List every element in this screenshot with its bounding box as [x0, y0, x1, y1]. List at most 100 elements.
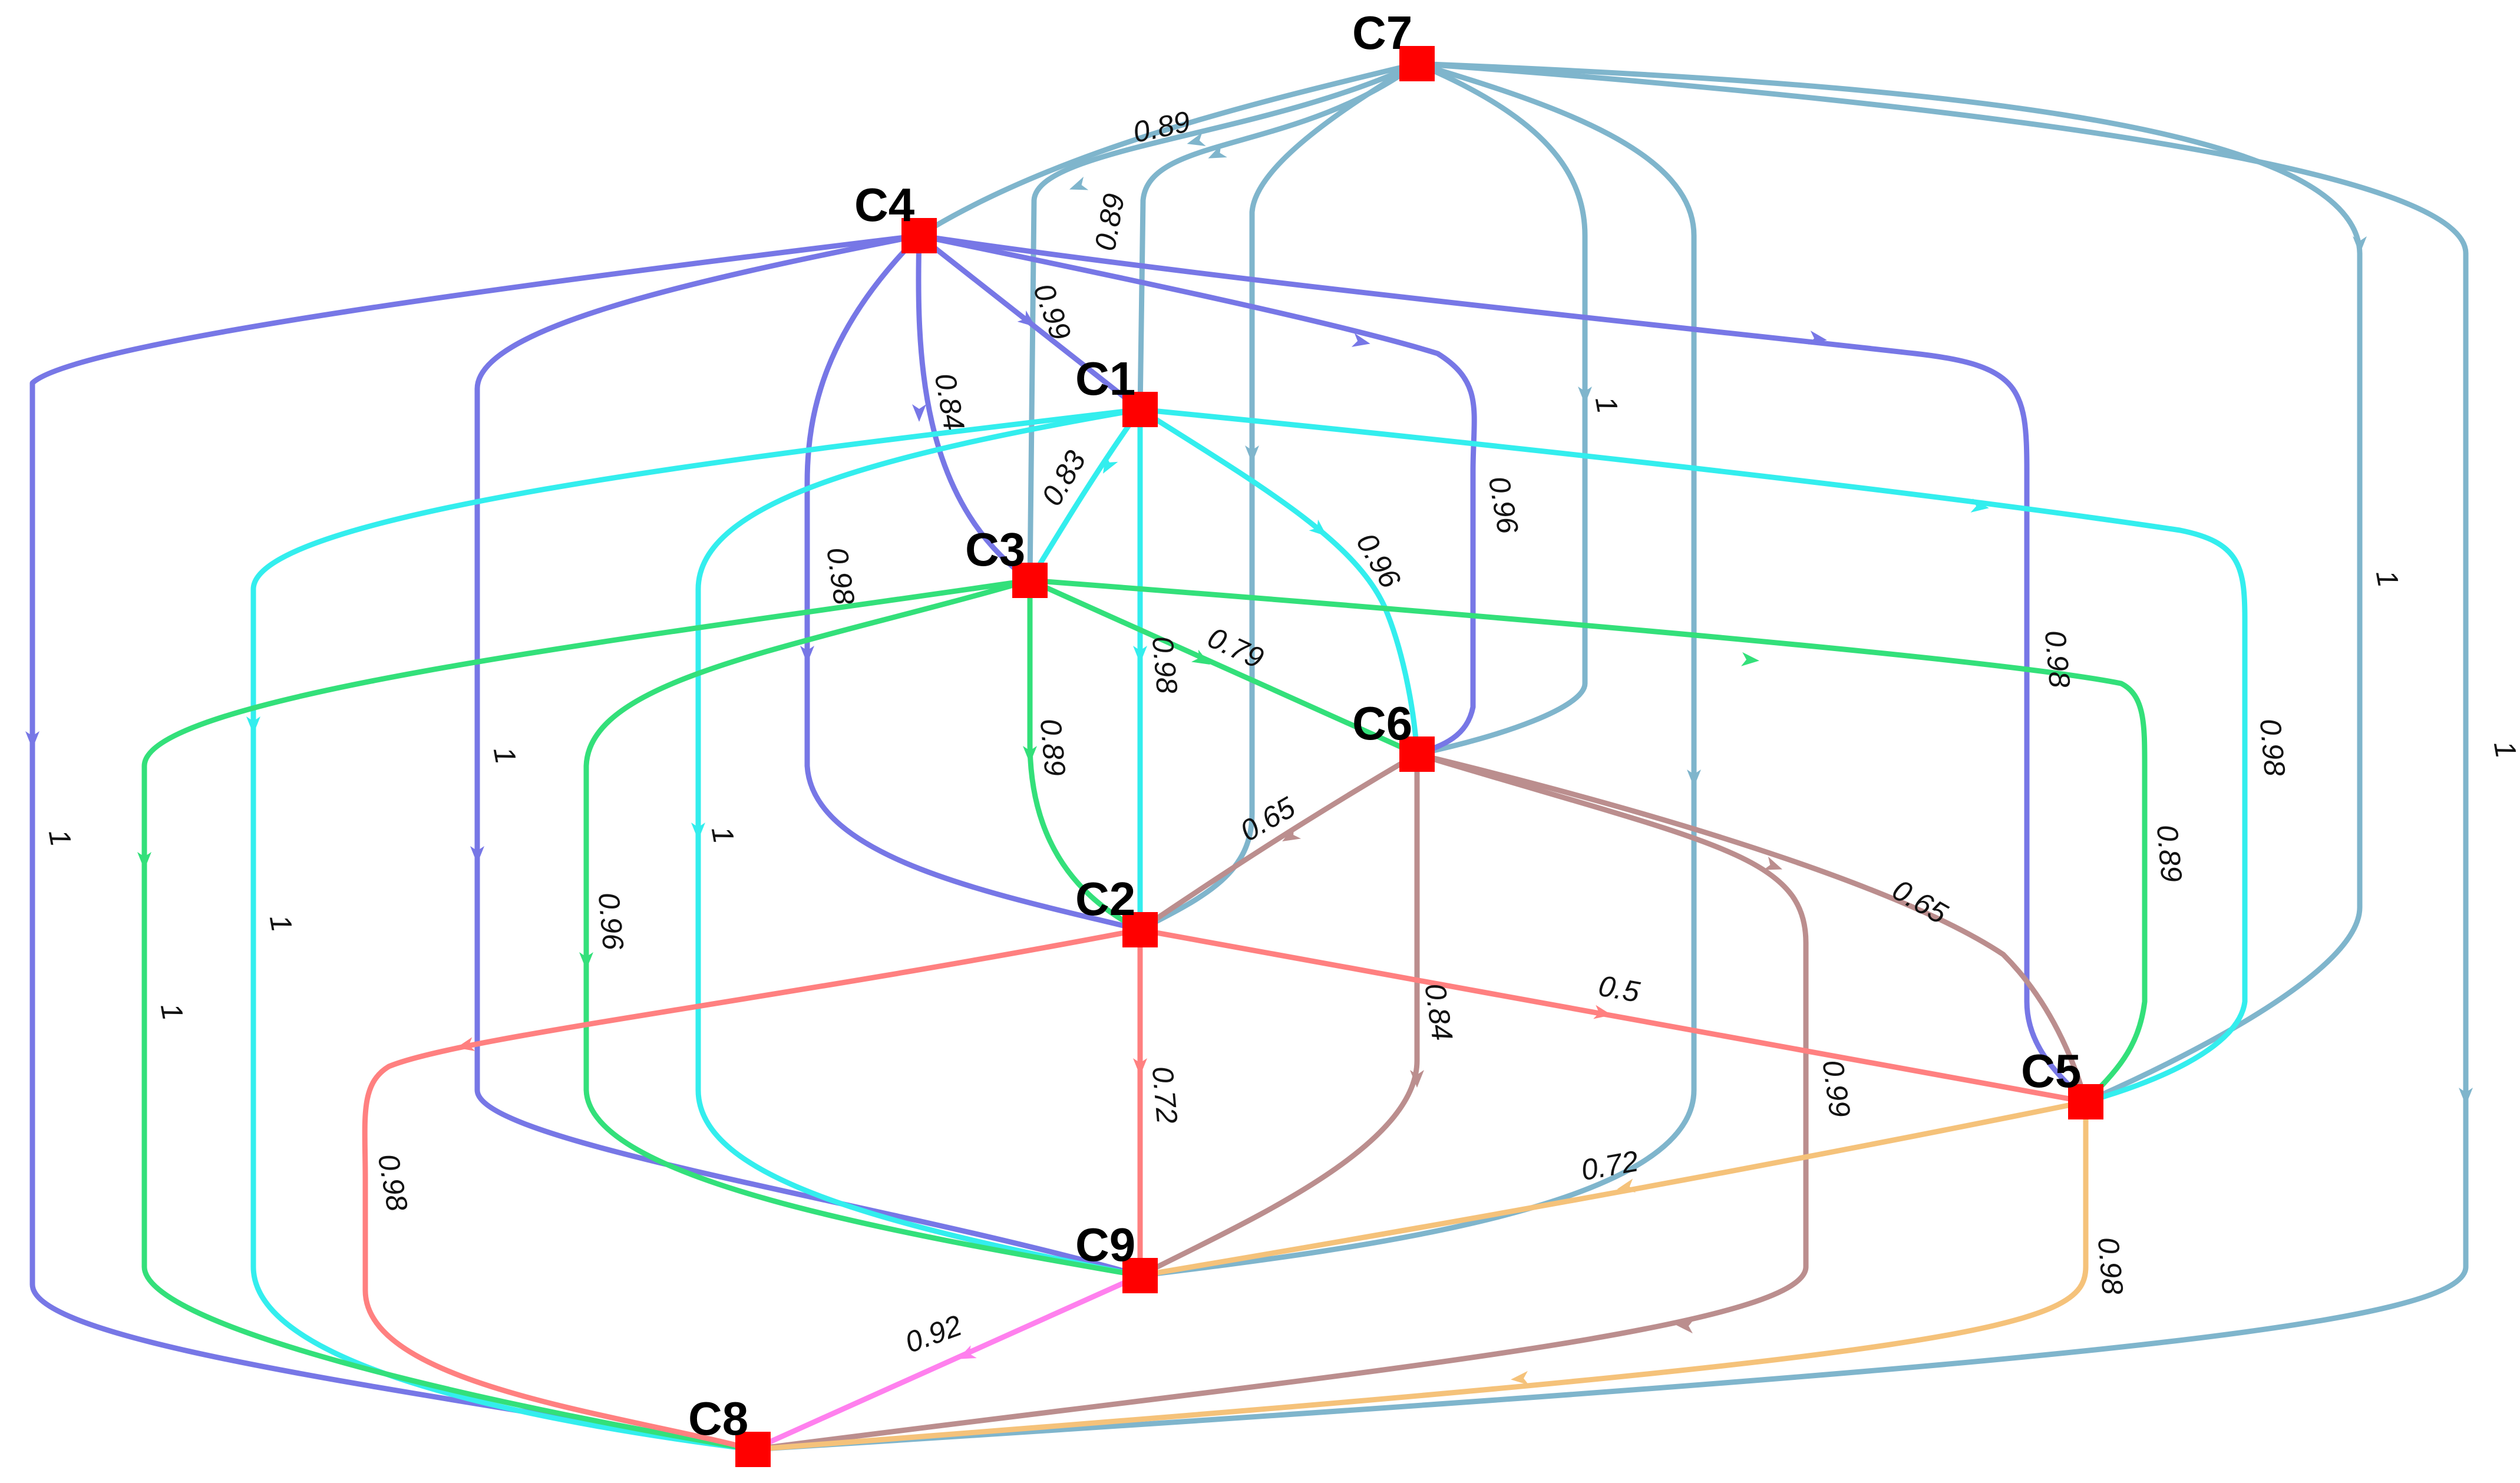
arrowhead-c1-c3 [1103, 454, 1118, 474]
arrowhead-c7-c6 [1578, 387, 1592, 404]
edge-weight-c4-c9: 1 [487, 744, 523, 766]
edge-weight-c7-c6: 1 [1589, 394, 1624, 415]
arrowhead-c4-c5 [1808, 331, 1827, 345]
edge-c6-c8 [750, 751, 1809, 1452]
edge-weight-c4-c5: 0.98 [2039, 629, 2076, 689]
node-label-c5: C5 [2021, 1045, 2081, 1097]
edge-weight-c3-c2: 0.89 [1034, 718, 1072, 778]
node-c5 [2068, 1084, 2103, 1119]
edge-weight-c7-c5: 1 [2370, 567, 2405, 589]
edge-c5-c9 [1137, 1099, 2089, 1279]
arrowhead-c4-c9 [470, 846, 484, 864]
node-label-c3: C3 [965, 523, 1025, 576]
edge-weight-c1-c3: 0.83 [1035, 445, 1092, 511]
arrowhead-c4-c8 [25, 731, 39, 749]
edge-c4-c5 [916, 233, 2089, 1105]
edge-c3-c8 [141, 577, 1033, 1452]
arrowhead-c3-c9 [579, 952, 593, 970]
arrowhead-c5-c8 [1511, 1370, 1529, 1385]
arrowhead-c9-c8 [957, 1345, 977, 1359]
arrowhead-c1-c8 [246, 716, 260, 734]
edge-c7-c4 [916, 61, 1420, 239]
node-label-c9: C9 [1075, 1218, 1135, 1271]
edge-c7-c6 [1414, 61, 1588, 757]
edge-weight-c4-c8: 1 [42, 827, 78, 848]
arrowhead-c2-c9 [1133, 1058, 1147, 1076]
arrowhead-c6-c2 [1282, 826, 1302, 841]
edges-layer [25, 61, 2473, 1452]
edge-labels-layer: 0.890.891110.990.840.980.960.98110.830.9… [42, 105, 2520, 1359]
arrowhead-c4-c6 [1351, 333, 1370, 347]
edge-weight-c1-c2: 0.98 [1146, 635, 1184, 695]
node-c7 [1399, 46, 1435, 81]
edge-c7-c8 [750, 61, 2469, 1452]
edge-c7-c3 [1027, 61, 1420, 583]
edge-weight-c6-c8: 0.99 [1816, 1058, 1857, 1119]
edge-c2-c5 [1137, 927, 2089, 1105]
node-label-c4: C4 [854, 179, 915, 231]
arrowhead-c7-c5 [2353, 236, 2367, 254]
arrowhead-c7-c3 [1069, 176, 1089, 190]
edge-c3-c2 [1027, 577, 1143, 933]
edge-c5-c8 [750, 1099, 2089, 1452]
edge-c6-c5 [1414, 751, 2089, 1105]
arrowhead-c6-c9 [1410, 1070, 1424, 1088]
edge-c7-c9 [1137, 61, 1697, 1279]
edge-weight-c1-c8: 1 [263, 912, 299, 934]
arrowhead-c2-c5 [1593, 1005, 1612, 1019]
edge-c3-c9 [583, 577, 1143, 1279]
edge-weight-c4-c2: 0.98 [820, 546, 861, 607]
edge-c1-c8 [250, 407, 1143, 1452]
edge-c4-c8 [29, 233, 922, 1452]
arrowhead-c4-c1 [1017, 310, 1036, 327]
arrowhead-c6-c5 [1763, 856, 1783, 870]
arrowhead-c1-c2 [1133, 646, 1147, 663]
arrowhead-c3-c2 [1023, 746, 1037, 764]
edge-c1-c6 [1137, 407, 1420, 757]
edge-c4-c2 [804, 233, 1143, 933]
edge-weight-c2-c9: 0.72 [1146, 1065, 1184, 1125]
arrowhead-c7-c8 [2459, 1088, 2473, 1105]
edge-c6-c9 [1137, 751, 1420, 1279]
edge-c1-c9 [695, 407, 1143, 1279]
edge-c4-c6 [916, 233, 1477, 757]
node-label-c2: C2 [1075, 873, 1135, 925]
arrowhead-c7-c1 [1208, 144, 1227, 158]
edge-weight-c1-c9: 1 [705, 824, 741, 845]
arrowhead-c3-c6 [1191, 649, 1210, 665]
arrowhead-c1-c9 [691, 823, 705, 840]
edge-c3-c5 [1027, 577, 2148, 1105]
edge-weight-c2-c5: 0.5 [1596, 969, 1642, 1009]
edge-c7-c2 [1137, 61, 1420, 933]
edge-weight-c5-c8: 0.98 [2092, 1236, 2129, 1296]
edge-weight-c3-c8: 1 [154, 1000, 190, 1022]
arrowhead-c5-c9 [1617, 1178, 1636, 1193]
edge-weight-c1-c5: 0.98 [2254, 718, 2291, 778]
edge-c1-c3 [1027, 407, 1143, 583]
node-label-c8: C8 [688, 1392, 748, 1445]
edge-weight-c9-c8: 0.92 [901, 1309, 966, 1359]
node-c1 [1122, 392, 1158, 427]
node-c2 [1122, 912, 1158, 947]
arrowhead-c3-c5 [1741, 652, 1759, 666]
arrowhead-c7-c2 [1245, 445, 1259, 463]
edge-c6-c2 [1137, 751, 1420, 933]
edge-c9-c8 [750, 1273, 1143, 1452]
node-c9 [1122, 1258, 1158, 1293]
edge-weight-c7-c4: 0.89 [1130, 105, 1193, 149]
edge-weight-c1-c6: 0.96 [1350, 527, 1407, 593]
node-label-c7: C7 [1352, 6, 1412, 59]
edge-weight-c2-c8: 0.98 [372, 1151, 414, 1214]
edge-c3-c6 [1027, 577, 1420, 757]
edge-c4-c9 [474, 233, 1143, 1279]
node-c8 [735, 1432, 771, 1467]
arrowhead-c3-c8 [137, 852, 151, 870]
arrowhead-c4-c3 [912, 404, 926, 422]
arrowhead-c7-c4 [1187, 132, 1206, 146]
edge-weight-c3-c6: 0.79 [1203, 621, 1269, 675]
node-c4 [901, 218, 937, 253]
arrowhead-c4-c2 [800, 646, 814, 663]
arrowhead-c1-c6 [1309, 519, 1327, 537]
